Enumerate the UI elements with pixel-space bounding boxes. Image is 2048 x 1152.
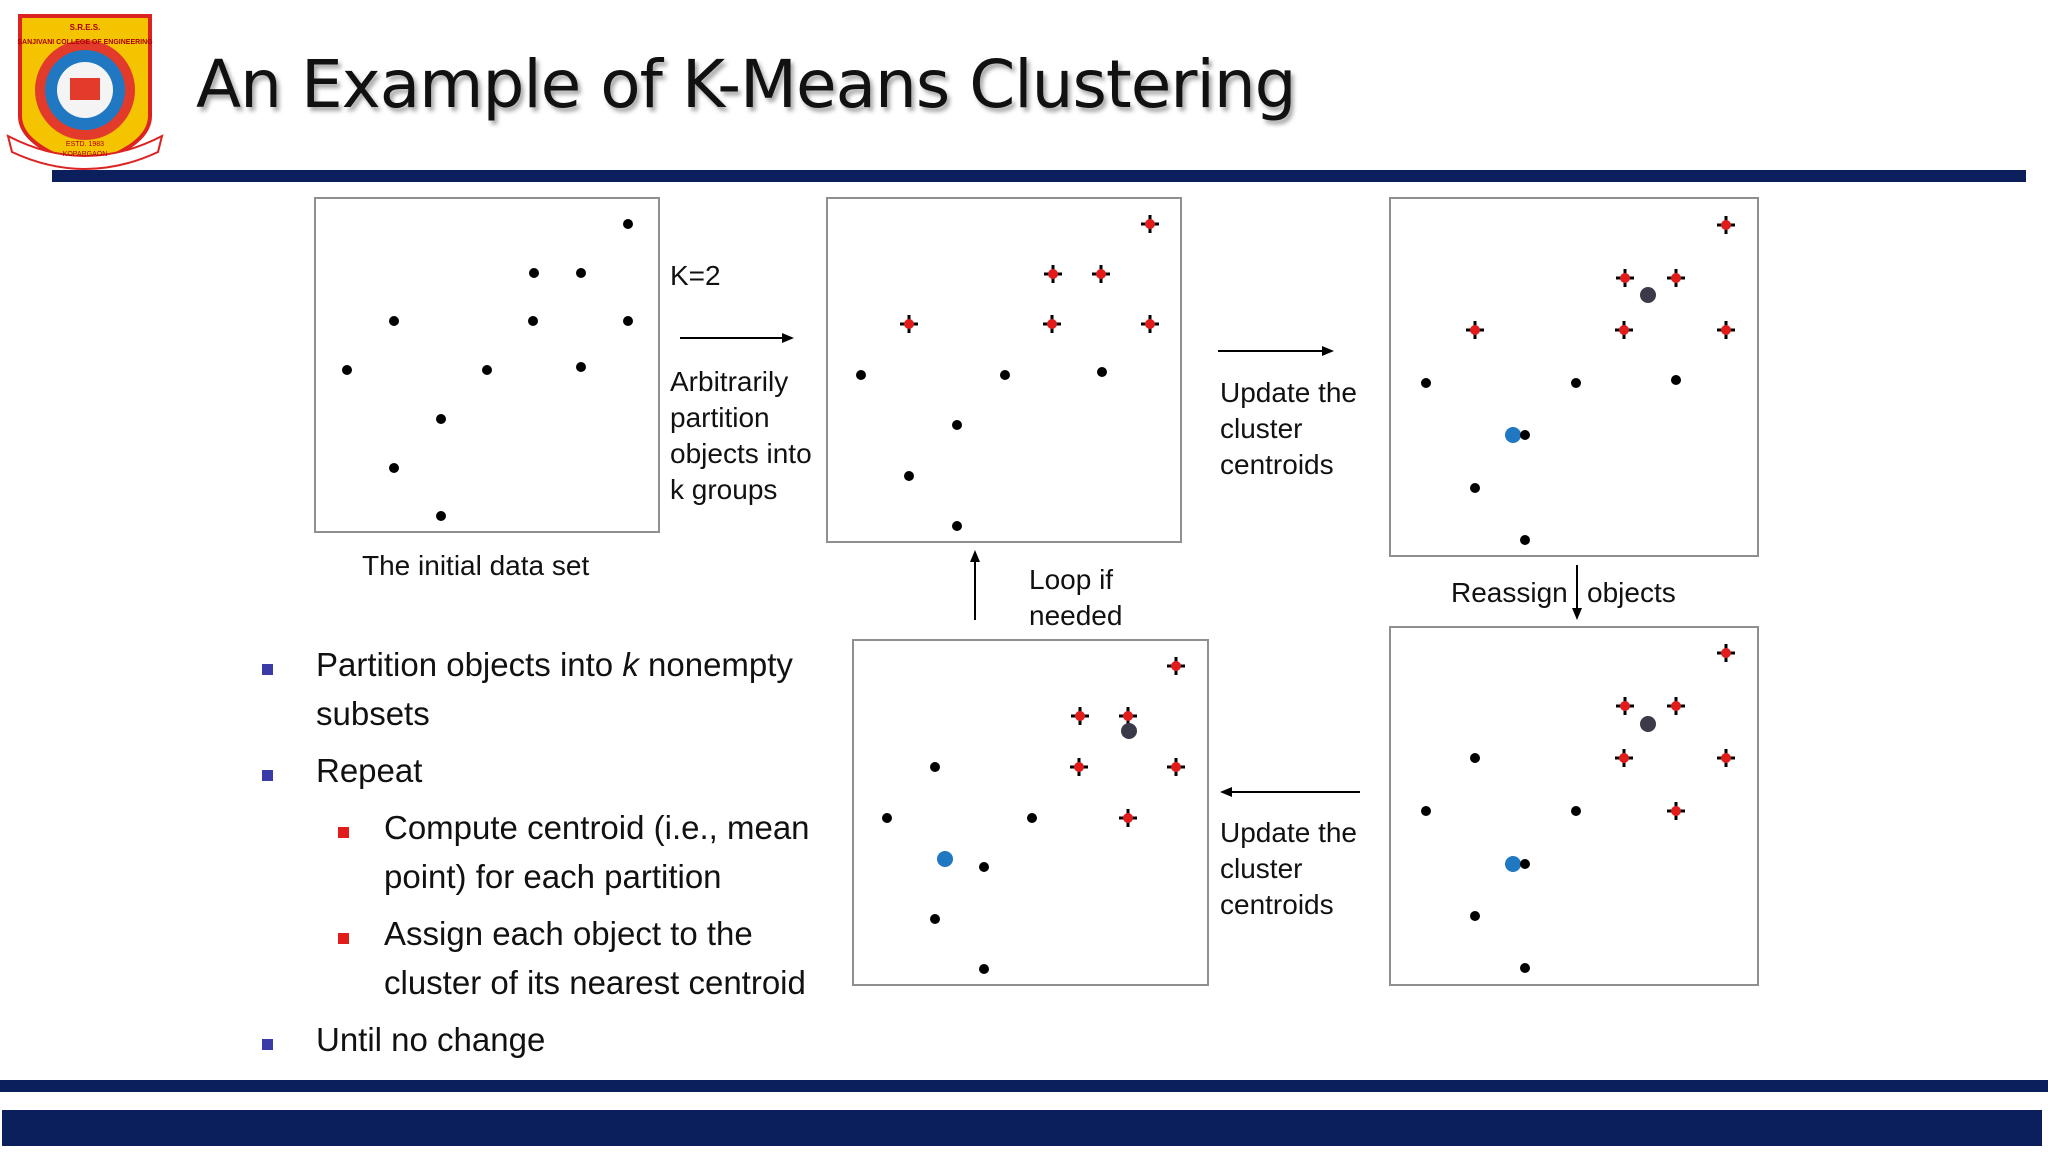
loop-text: Loop if needed: [1029, 564, 1123, 631]
slide-title: An Example of K-Means Clustering: [196, 46, 1297, 123]
panel-centroids-2: [852, 639, 1209, 986]
svg-text:ESTD. 1983: ESTD. 1983: [66, 141, 104, 148]
reassign-label-left: Reassign: [1451, 577, 1568, 608]
subbullet-square: [338, 827, 349, 838]
reassign-label-right: objects: [1587, 577, 1676, 608]
arrow-right-1: [680, 333, 794, 343]
footer-bar: [2, 1110, 2042, 1146]
centroid-dark: [1640, 287, 1656, 303]
bullet-list: Partition objects into k nonempty subset…: [258, 640, 858, 1072]
footer-rule-thin: [0, 1080, 2048, 1092]
svg-text:SANJIVANI COLLEGE OF ENGINEERI: SANJIVANI COLLEGE OF ENGINEERING: [17, 39, 153, 46]
arrow-up: [970, 550, 980, 620]
panel-partitioned-points: [856, 215, 1159, 531]
bullet-until: Until no change: [258, 1015, 858, 1064]
update-centroids-text-1: Update the cluster centroids: [1220, 377, 1357, 480]
update-centroids-text-2: Update the cluster centroids: [1220, 817, 1357, 920]
subbullet-square: [338, 933, 349, 944]
arrow-down: [1572, 565, 1582, 620]
panel-centroids-1: [1389, 197, 1759, 557]
subbullet-assign: Assign each object to the cluster of its…: [258, 909, 858, 1007]
k-label: K=2: [670, 260, 721, 291]
initial-data-caption: The initial data set: [362, 550, 590, 581]
college-logo: S.R.E.S. SANJIVANI COLLEGE OF ENGINEERIN…: [6, 14, 164, 170]
bullet-square: [262, 1039, 273, 1050]
panel-reassigned: [1389, 626, 1759, 986]
red-cross-markers: [900, 215, 1159, 333]
svg-text:KOPARGAON: KOPARGAON: [63, 151, 108, 158]
panel-centroids-1-points: [1421, 216, 1735, 545]
bullet-partition: Partition objects into k nonempty subset…: [258, 640, 858, 738]
arrow-left: [1220, 787, 1360, 797]
bullet-square: [262, 664, 273, 675]
arrow-right-2: [1218, 346, 1334, 356]
panel-centroids-2-points: [882, 657, 1185, 974]
panel-partitioned: [826, 197, 1182, 543]
panel-initial-data-points: [342, 219, 633, 521]
bullet-repeat: Repeat: [258, 746, 858, 795]
title-underline: [52, 170, 2026, 182]
panel-initial-data: [314, 197, 660, 533]
subbullet-compute: Compute centroid (i.e., mean point) for …: [258, 803, 858, 901]
bullet-square: [262, 770, 273, 781]
centroid-blue: [1505, 427, 1521, 443]
partition-step-text: Arbitrarily partition objects into k gro…: [670, 366, 812, 505]
svg-text:S.R.E.S.: S.R.E.S.: [70, 23, 101, 32]
panel-reassigned-points: [1421, 644, 1735, 973]
